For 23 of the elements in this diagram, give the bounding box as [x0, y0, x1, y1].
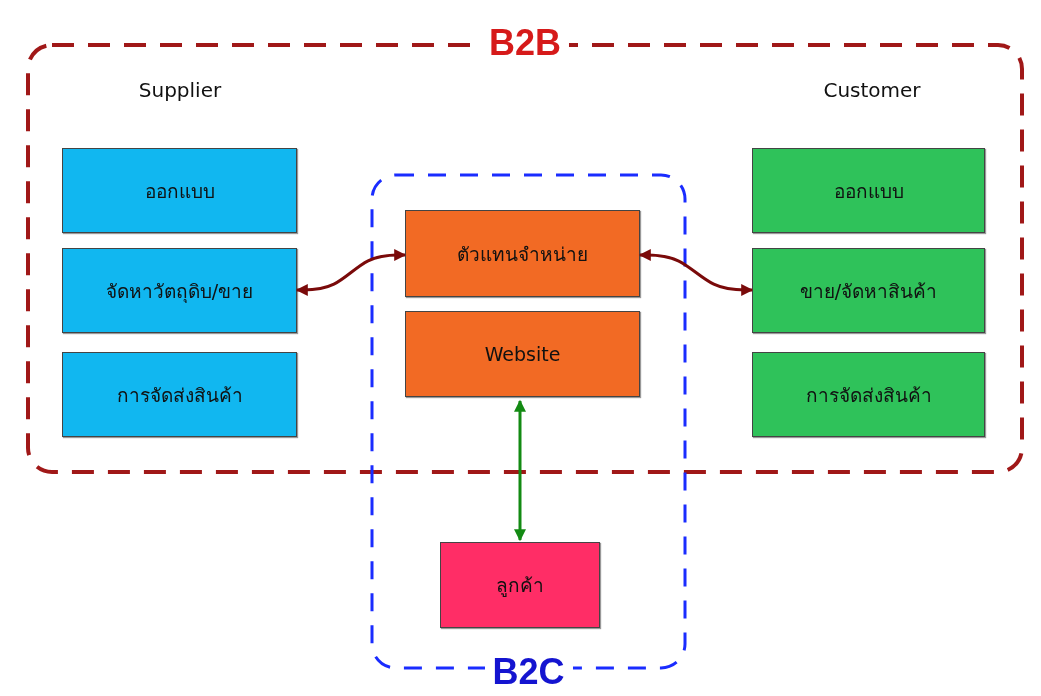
process-box [62, 248, 297, 333]
process-box [440, 542, 600, 628]
box-label: การจัดส่งสินค้า [805, 382, 932, 408]
box-label: ลูกค้า [496, 573, 544, 599]
box-label: ตัวแทนจำหน่าย [457, 241, 588, 267]
box-label: Website [484, 343, 561, 365]
process-box [752, 148, 985, 233]
double-arrow [514, 399, 526, 542]
double-arrow [638, 249, 754, 296]
double-arrow [295, 249, 407, 296]
process-box [62, 148, 297, 233]
column-heading: Supplier [137, 78, 223, 102]
box-label: ออกแบบ [833, 178, 904, 204]
box-label: ออกแบบ [144, 178, 215, 204]
box-label: จัดหาวัตถุดิบ/ขาย [105, 278, 254, 305]
process-box [752, 248, 985, 333]
process-box [405, 311, 640, 397]
box-label: ขาย/จัดหาสินค้า [799, 278, 938, 304]
box-label: การจัดส่งสินค้า [116, 382, 243, 408]
process-box [752, 352, 985, 437]
column-heading: Customer [822, 78, 922, 102]
process-box [405, 210, 640, 297]
process-box [62, 352, 297, 437]
